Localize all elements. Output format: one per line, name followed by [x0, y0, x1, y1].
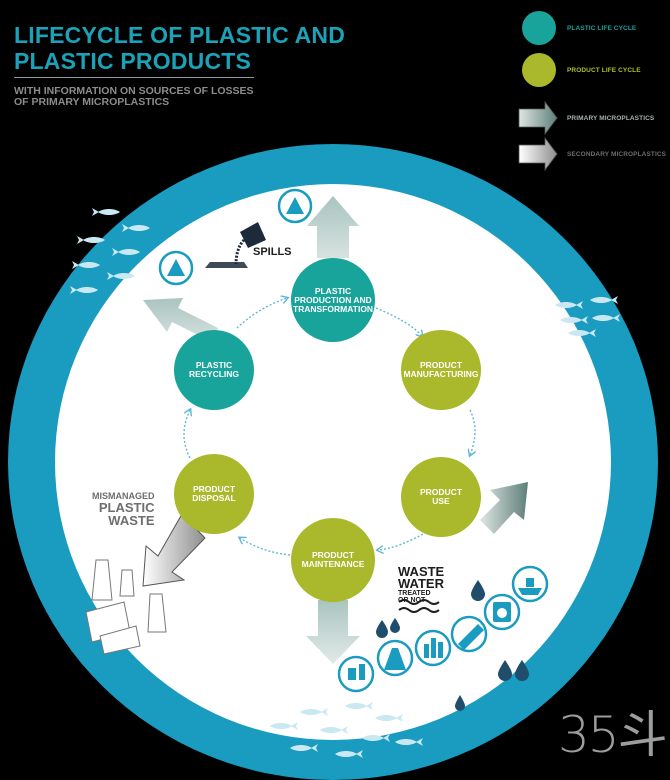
node-disposal-label: PRODUCT DISPOSAL	[192, 484, 236, 503]
node-use-label: PRODUCT USE	[419, 487, 463, 506]
node-recycling	[174, 330, 254, 410]
primary-arrow-maintenance-icon	[306, 600, 360, 664]
title-divider	[14, 77, 254, 78]
node-maintenance	[291, 518, 375, 602]
secondary-arrow-disposal-icon	[142, 513, 206, 587]
node-production	[291, 258, 375, 342]
waste-water-label: WASTE WATER TREATED OR NOT	[398, 564, 445, 604]
spill-bucket-icon	[205, 222, 266, 268]
legend-secondary-microplastics: SECONDARY MICROPLASTICS	[567, 151, 667, 158]
mismanaged-waste-label: MISMANAGED PLASTIC WASTE	[92, 491, 155, 528]
legend-secondary-arrow-icon	[518, 136, 558, 172]
primary-arrow-production-icon	[307, 196, 359, 258]
legend-product-swatch	[522, 53, 556, 87]
node-production-label: PLASTIC PRODUCTION AND TRANSFORMATION	[292, 285, 374, 314]
legend-plastic-swatch	[522, 11, 556, 45]
water-drops-icon	[376, 580, 529, 711]
node-use	[401, 457, 481, 537]
page-subtitle: WITH INFORMATION ON SOURCES OF LOSSES OF…	[14, 85, 254, 108]
legend-primary-arrow-icon	[518, 100, 558, 136]
page-title: LIFECYCLE OF PLASTIC AND PLASTIC PRODUCT…	[14, 22, 346, 74]
legend-primary-microplastics: PRIMARY MICROPLASTICS	[567, 115, 655, 122]
node-manufacturing	[401, 330, 481, 410]
node-manufacturing-label: PRODUCT MANUFACTURING	[403, 360, 479, 379]
node-maintenance-label: PRODUCT MAINTENANCE	[301, 550, 365, 569]
legend-plastic-life-cycle: PLASTIC LIFE CYCLE	[567, 25, 637, 32]
primary-arrow-use-icon	[480, 482, 528, 534]
legend-product-life-cycle: PRODUCT LIFE CYCLE	[567, 67, 641, 74]
logo: 35斗	[558, 706, 668, 764]
plastic-bottles-icon	[85, 559, 167, 655]
pellets-icon	[158, 188, 313, 286]
waves-icon	[398, 599, 440, 613]
node-disposal	[174, 454, 254, 534]
spills-label: SPILLS	[253, 246, 292, 258]
microplastic-source-icons	[337, 565, 549, 693]
node-recycling-label: PLASTIC RECYCLING	[188, 360, 240, 379]
primary-arrow-recycling-icon	[143, 298, 218, 342]
